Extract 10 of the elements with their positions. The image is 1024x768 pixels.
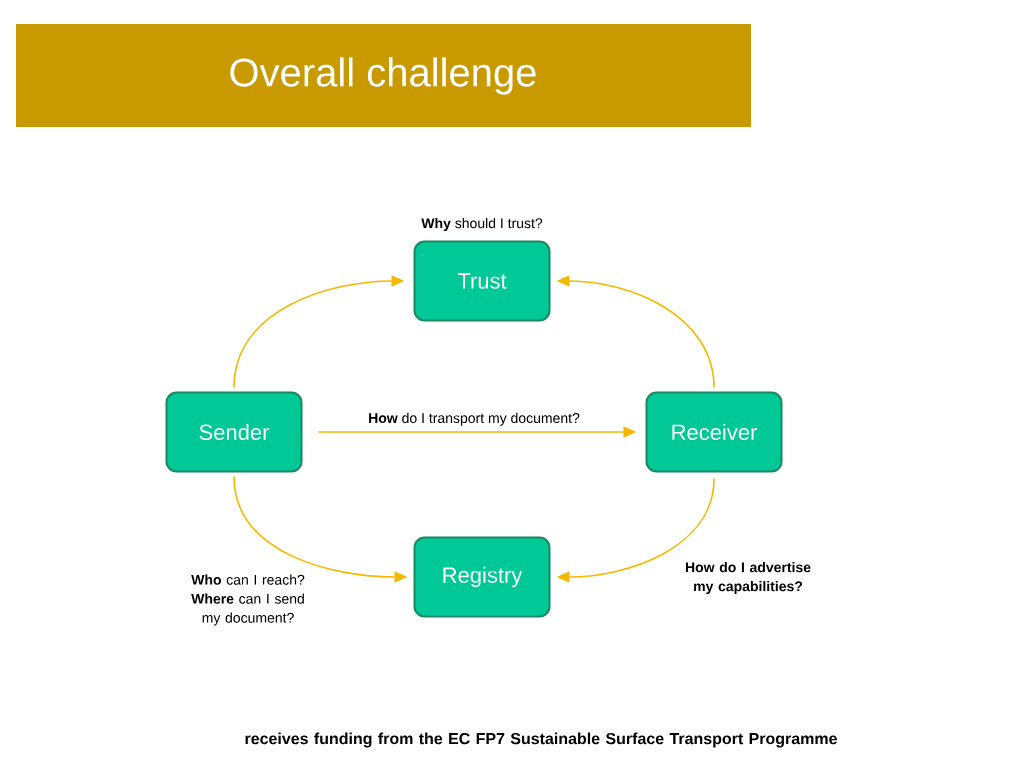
question-text: How do I advertise my capabilities? — [685, 561, 811, 594]
process-box: Receiver — [645, 391, 783, 473]
question-text: Who can I reach? Where can I send my document? — [191, 574, 305, 626]
footer-note: receives funding from the EC FP7 Sustainable Surface Transport Programme — [245, 732, 837, 748]
title-bar: Overall challenge — [16, 24, 751, 127]
process-box: Registry — [413, 536, 551, 618]
edge-label: How do I transport my document? — [369, 412, 580, 426]
process-box: Trust — [413, 240, 551, 322]
process-box: Sender — [165, 391, 303, 473]
question-text: Why should I trust? — [421, 217, 543, 231]
